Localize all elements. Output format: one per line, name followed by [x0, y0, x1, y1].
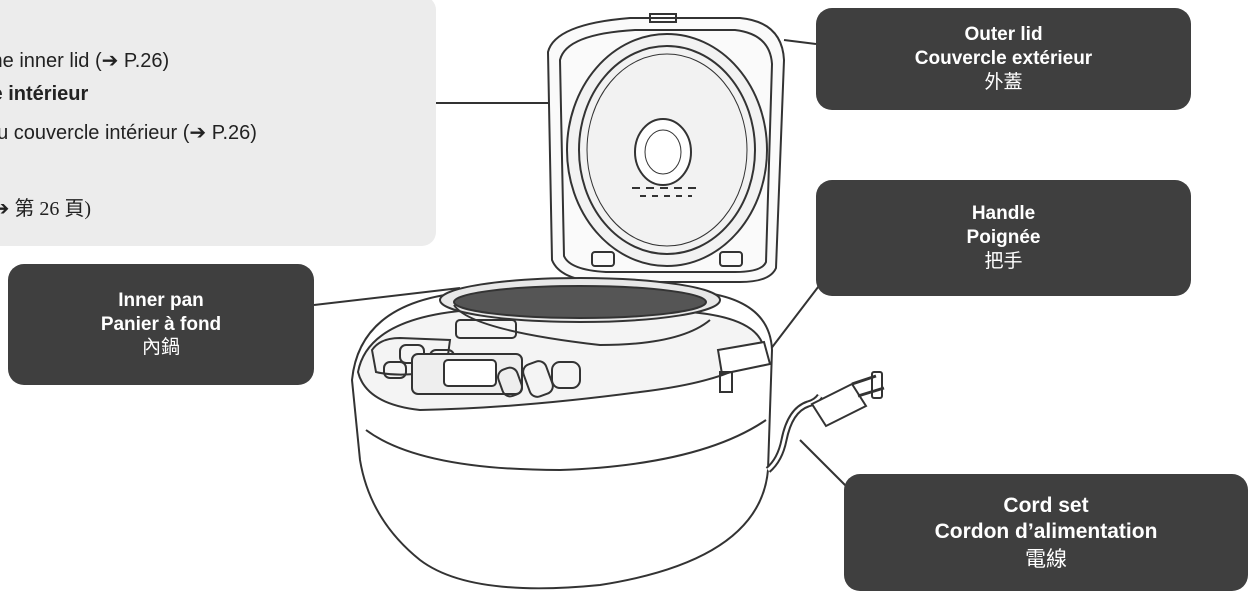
cord-set-zh: 電線: [1025, 546, 1067, 571]
handle-shape: [716, 340, 772, 376]
outer-lid-fr: Couvercle extérieur: [914, 48, 1093, 70]
steam-vent: [634, 118, 692, 186]
handle-fr: Poignée: [966, 227, 1041, 249]
leader-outer-lid: [783, 39, 817, 45]
inner-pan-en: Inner pan: [118, 289, 204, 311]
callout-outer-lid: Outer lid Couvercle extérieur 外蓋: [816, 8, 1191, 110]
cord-set-en: Cord set: [1003, 494, 1089, 518]
handle-zh: 把手: [984, 249, 1023, 272]
cord-set-fr: Cordon d’alimentation: [934, 520, 1158, 544]
outer-lid-zh: 外蓋: [984, 70, 1023, 93]
inner-pan-zh: 內鍋: [141, 336, 180, 359]
plug: [810, 382, 868, 428]
info-line-fr-title: le intérieur: [0, 83, 89, 105]
outer-lid-en: Outer lid: [964, 24, 1043, 46]
info-line-en: the inner lid (➔ P.26): [0, 50, 170, 72]
info-line-zh: (➔ 第 26 頁): [0, 198, 92, 220]
callout-inner-pan: Inner pan Panier à fond 內鍋: [8, 264, 314, 385]
info-line-fr: du couvercle intérieur (➔ P.26): [0, 122, 257, 144]
callout-handle: Handle Poignée 把手: [816, 180, 1191, 296]
inner-pan-fr: Panier à fond: [100, 313, 222, 335]
handle-en: Handle: [971, 203, 1036, 225]
inner-lid-info-box: the inner lid (➔ P.26) le intérieur du c…: [0, 0, 436, 246]
leader-inner-pan: [313, 287, 461, 306]
callout-cord-set: Cord set Cordon d’alimentation 電線: [844, 474, 1248, 591]
